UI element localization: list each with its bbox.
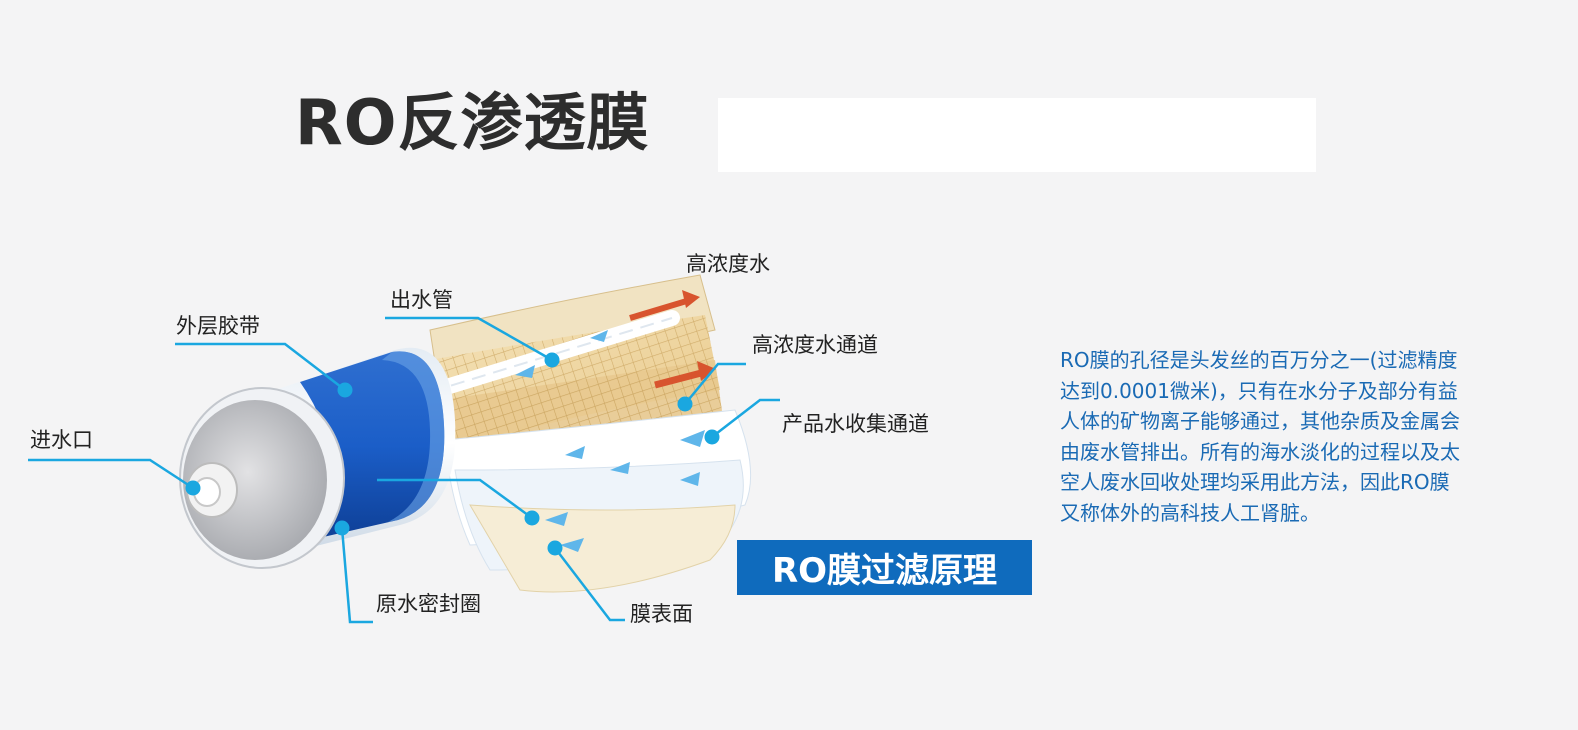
leader-lines xyxy=(28,316,780,624)
page-title: RO反渗透膜 xyxy=(295,86,650,159)
permeate-flow-arrows xyxy=(515,330,705,552)
label-inlet: 进水口 xyxy=(30,428,93,452)
description-line: RO膜的孔径是头发丝的百万分之一(过滤精度 xyxy=(1060,348,1458,372)
reject-water-arrows xyxy=(629,290,716,389)
membrane-tube xyxy=(179,347,456,569)
ro-principle-badge: RO膜过滤原理 xyxy=(737,540,1032,595)
title-white-bar xyxy=(718,98,1316,172)
membrane-layers xyxy=(429,274,752,593)
label-raw-water-seal: 原水密封圈 xyxy=(376,592,481,616)
label-outer-tape: 外层胶带 xyxy=(176,314,260,338)
description-line: 又称体外的高科技人工肾脏。 xyxy=(1060,500,1320,525)
label-outlet-pipe: 出水管 xyxy=(390,288,453,312)
label-high-conc-channel: 高浓度水通道 xyxy=(752,333,878,357)
label-high-conc-water: 高浓度水 xyxy=(686,252,770,276)
label-product-channel: 产品水收集通道 xyxy=(782,412,929,436)
description-line: 达到0.0001微米)，只有在水分子及部分有益 xyxy=(1060,378,1458,403)
description-line: 由废水管排出。所有的海水淡化的过程以及太 xyxy=(1060,439,1460,464)
label-membrane-surface: 膜表面 xyxy=(630,602,693,626)
description-text: RO膜的孔径是头发丝的百万分之一(过滤精度 达到0.0001微米)，只有在水分子… xyxy=(1060,345,1542,528)
description-line: 空人废水回收处理均采用此方法，因此RO膜 xyxy=(1060,470,1450,494)
description-line: 人体的矿物离子能够通过，其他杂质及金属会 xyxy=(1060,409,1460,433)
